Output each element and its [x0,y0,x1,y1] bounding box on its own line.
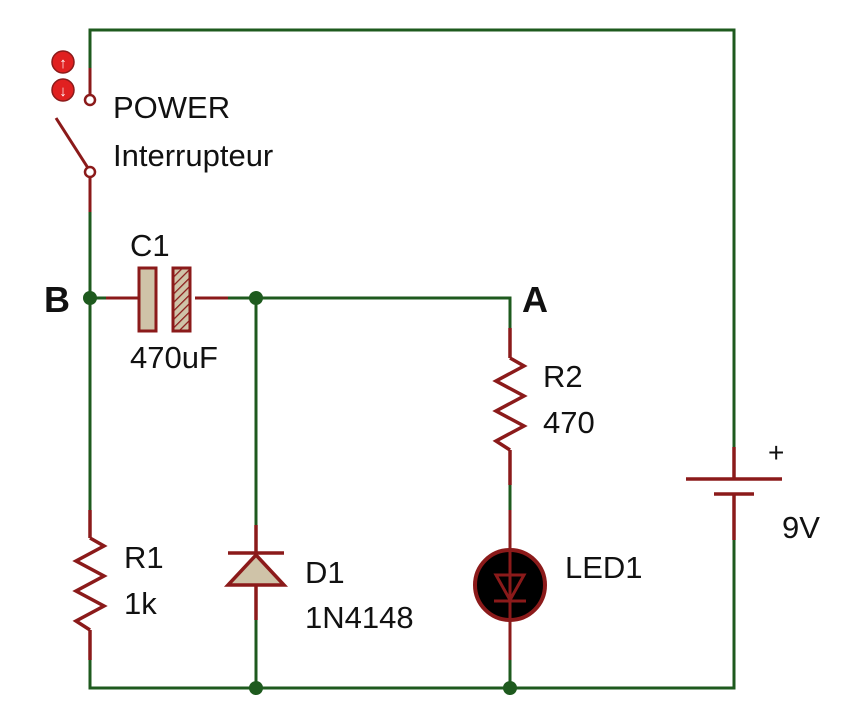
svg-text:↓: ↓ [59,83,67,100]
capacitor-c1[interactable]: C1 470uF [106,228,228,375]
junction-led-bottom [503,681,517,695]
junctions [83,291,517,695]
switch-contact-bottom [83,165,97,179]
capacitor-plate-right [171,266,192,333]
c1-name-label: C1 [130,228,170,263]
c1-value-label: 470uF [130,340,218,375]
diode-d1-triangle [223,552,289,587]
wire-top [88,28,736,449]
junction-b [83,291,97,305]
switch-lever [54,117,90,169]
junction-d1-top [249,291,263,305]
switch-name-label: POWER [113,90,230,125]
led-led1[interactable]: LED1 [473,510,643,660]
switch-pin-indicator-icon: ↑ ↓ [51,50,75,102]
r2-name-label: R2 [543,359,583,394]
switch-value-label: Interrupteur [113,138,273,173]
d1-value-label: 1N4148 [305,600,414,635]
wire-c1-a [226,296,512,330]
resistor-r2[interactable]: R2 470 [492,328,595,485]
diode-d1[interactable]: D1 1N4148 [223,525,414,635]
r1-name-label: R1 [124,540,164,575]
r1-value-label: 1k [124,586,157,621]
switch-contact-top [83,93,97,107]
node-b-label: B [44,279,70,320]
wires [88,28,736,690]
node-a-label: A [522,279,548,320]
r2-value-label: 470 [543,405,595,440]
battery-9v[interactable]: + 9V [686,437,820,545]
led-diode-icon [493,552,527,618]
wire-bottom [88,538,736,690]
led1-name-label: LED1 [565,550,643,585]
svg-text:↑: ↑ [59,55,67,72]
resistor-r1-zigzag [72,536,108,632]
power-switch[interactable]: ↑ ↓ POWER Interrupteur [51,50,273,212]
resistor-r1[interactable]: R1 1k [72,510,164,660]
resistor-r2-zigzag [492,356,528,452]
capacitor-plate-left [137,266,158,333]
battery-value-label: 9V [782,510,820,545]
d1-name-label: D1 [305,555,345,590]
junction-d1-bottom [249,681,263,695]
battery-plus-label: + [768,437,784,468]
